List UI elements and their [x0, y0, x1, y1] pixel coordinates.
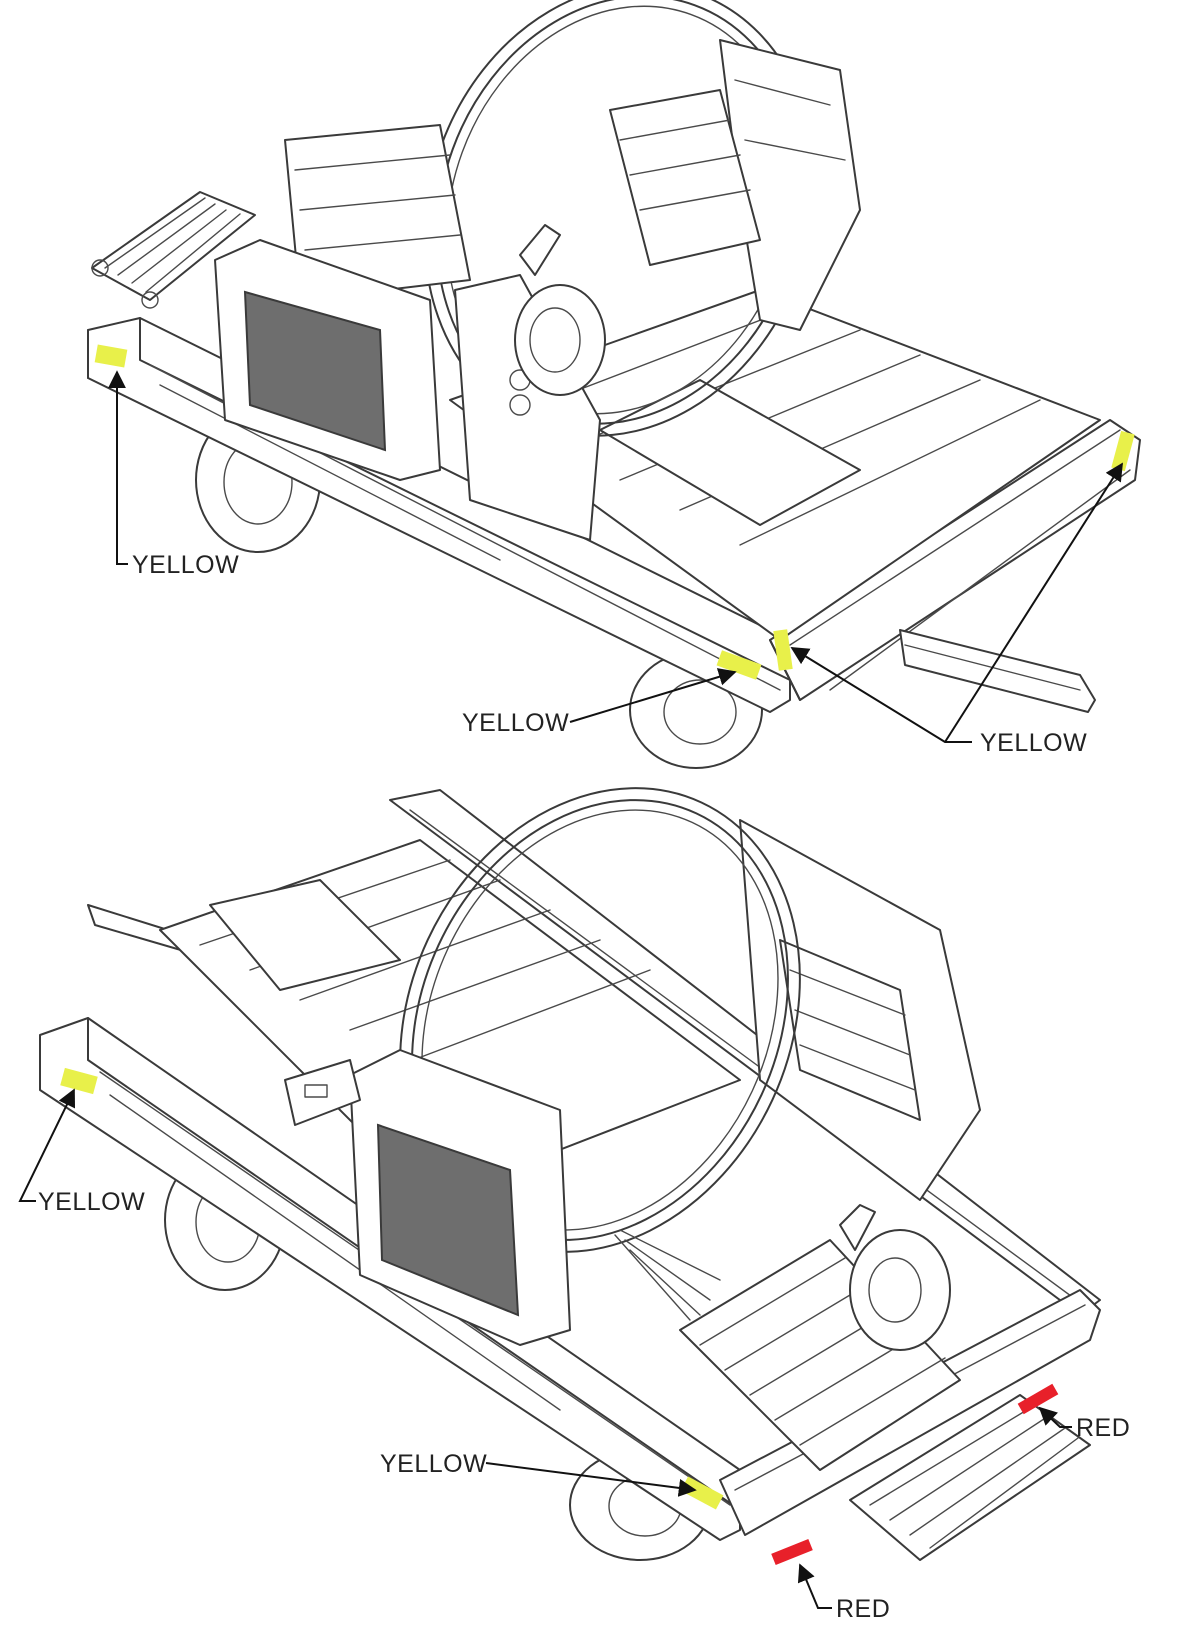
label-yellow-top-left: YELLOW [132, 551, 239, 579]
callout-red-low: RED [797, 1563, 890, 1623]
callout-bottom-rear: YELLOW [380, 1450, 697, 1497]
label-red-right: RED [1076, 1414, 1130, 1442]
callout-top-rear-center: YELLOW [462, 668, 737, 737]
door-window-top [243, 290, 387, 452]
callout-top-rear-right: YELLOW [790, 462, 1123, 757]
yellow-reflector-top-front [1111, 430, 1135, 472]
label-yellow-bottom-rear: YELLOW [380, 1450, 487, 1478]
yellow-reflector-top-left [94, 344, 128, 368]
red-reflector-bottom-right [1017, 1383, 1059, 1415]
label-yellow-bottom-left: YELLOW [38, 1188, 145, 1216]
machine-view-top [87, 0, 1141, 769]
label-yellow-top-rear-center: YELLOW [462, 709, 569, 737]
yellow-reflector-bottom-left [60, 1067, 98, 1095]
machine-view-bottom [39, 787, 1101, 1566]
label-red-low: RED [836, 1595, 890, 1623]
red-reflector-bottom-low [771, 1538, 813, 1566]
callout-top-left: YELLOW [108, 370, 239, 579]
callout-red-right: RED [1038, 1406, 1130, 1442]
door-window-bottom [376, 1123, 520, 1317]
yellow-reflector-top-rear [716, 650, 762, 680]
yellow-reflector-top-corner [773, 629, 793, 671]
label-yellow-top-rear-right: YELLOW [980, 729, 1087, 757]
callout-bottom-left: YELLOW [18, 1088, 145, 1216]
